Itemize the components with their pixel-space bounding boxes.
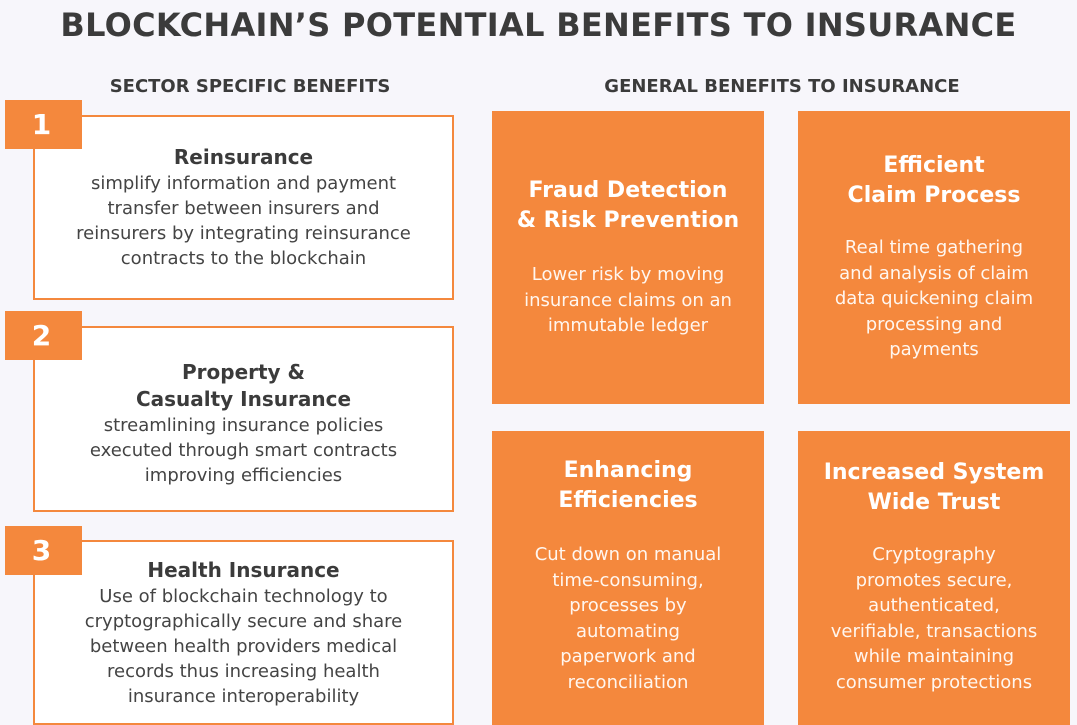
card-description: Cryptography promotes secure, authentica… xyxy=(830,544,1038,693)
sector-title: Health Insurance xyxy=(147,557,340,582)
sector-title: Reinsurance xyxy=(173,145,314,169)
sector-heading: SECTOR SPECIFIC BENEFITS xyxy=(109,76,391,97)
sector-number-badge: 1 xyxy=(5,100,82,149)
sector-box-health: Health Insurance Use of blockchain techn… xyxy=(33,540,454,725)
card-title: Enhancing Efficiencies xyxy=(558,458,698,513)
sector-box-property-casualty: Property & Casualty Insurance streamlini… xyxy=(33,326,454,512)
sector-number-badge: 3 xyxy=(5,526,82,575)
sector-number: 3 xyxy=(31,534,52,567)
sector-number-badge: 2 xyxy=(5,311,82,360)
sector-description: streamlining insurance policies executed… xyxy=(89,414,398,486)
general-heading: GENERAL BENEFITS TO INSURANCE xyxy=(604,76,960,97)
card-description: Cut down on manual time-consuming, proce… xyxy=(534,544,722,693)
general-card-efficiencies: Enhancing Efficiencies Cut down on manua… xyxy=(492,431,764,725)
page-title: BLOCKCHAIN’S POTENTIAL BENEFITS TO INSUR… xyxy=(60,6,1017,44)
sector-box-reinsurance: Reinsurance simplify information and pay… xyxy=(33,115,454,300)
card-description: Lower risk by moving insurance claims on… xyxy=(524,264,732,336)
sector-description: simplify information and payment transfe… xyxy=(76,173,411,269)
general-card-claim-process: Efficient Claim Process Real time gather… xyxy=(798,111,1070,404)
general-card-system-trust: Increased System Wide Trust Cryptography… xyxy=(798,431,1070,725)
sector-number: 2 xyxy=(31,319,52,352)
sector-number: 1 xyxy=(31,108,52,141)
card-description: Real time gathering and analysis of clai… xyxy=(834,237,1034,360)
card-title: Fraud Detection & Risk Prevention xyxy=(516,178,740,233)
general-card-fraud-detection: Fraud Detection & Risk Prevention Lower … xyxy=(492,111,764,404)
sector-description: Use of blockchain technology to cryptogr… xyxy=(84,585,403,707)
sector-title: Property & Casualty Insurance xyxy=(135,359,352,411)
card-title: Increased System Wide Trust xyxy=(823,460,1045,515)
card-title: Efficient Claim Process xyxy=(847,153,1021,208)
